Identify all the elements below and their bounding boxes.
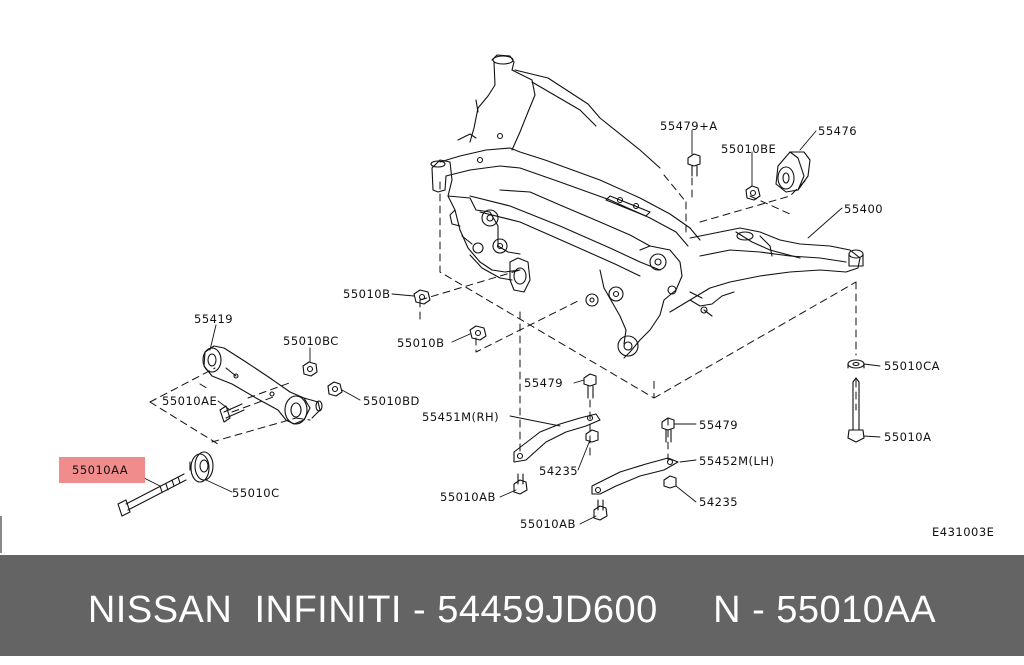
bolt-55479A: [687, 153, 701, 177]
callout-55010AE: 55010AE: [162, 394, 217, 408]
bolt-55010AE: [219, 403, 245, 423]
nut-55010B-1: [413, 289, 431, 305]
callout-labels: 55479+A 55010BE 55476 55400 55010B 55010…: [72, 119, 994, 539]
callout-54235-2: 54235: [699, 495, 738, 509]
part-highlight: [59, 457, 145, 483]
callout-55479A: 55479+A: [660, 119, 718, 133]
bolt-55010AA: [117, 473, 187, 517]
washer-55010CA: [847, 359, 865, 369]
callout-55010BE: 55010BE: [721, 142, 776, 156]
bolt-55479-2: [661, 417, 675, 443]
nut-55010BD: [327, 381, 343, 397]
callout-55400: 55400: [844, 202, 883, 216]
washer-55010C: [189, 451, 214, 483]
parts-diagram: 55479+A 55010BE 55476 55400 55010B 55010…: [0, 54, 994, 553]
bolt-55010AB-1: [513, 473, 528, 495]
diagram-code: E431003E: [932, 525, 994, 539]
bushing-55476: [775, 151, 811, 193]
nut-54235-1: [585, 429, 599, 443]
bolt-55010AB-2: [593, 499, 608, 521]
callout-55419: 55419: [194, 312, 233, 326]
assembly-outline: [149, 174, 857, 463]
callout-55010CA: 55010CA: [884, 359, 940, 373]
bracket-55419-drawing: [202, 345, 323, 425]
nut-55010BE: [745, 185, 761, 201]
callout-55010A: 55010A: [884, 430, 931, 444]
callout-55010AB-1: 55010AB: [440, 490, 496, 504]
strap-55451M: [513, 413, 601, 463]
footer-bar: NISSAN INFINITI - 54459JD600 N - 55010AA: [0, 555, 1024, 656]
callout-55010AA: 55010AA: [72, 463, 128, 477]
callout-55476: 55476: [818, 124, 857, 138]
subframe-drawing: [430, 54, 864, 359]
callout-55010AB-2: 55010AB: [520, 517, 576, 531]
callout-55010B-1: 55010B: [343, 287, 390, 301]
callout-55010BC: 55010BC: [283, 334, 339, 348]
strap-55452M: [591, 457, 679, 495]
leader-lines: [143, 129, 881, 525]
callout-55451M: 55451M(RH): [422, 410, 499, 424]
nut-55010B-2: [469, 325, 487, 341]
callout-55010B-2: 55010B: [397, 336, 444, 350]
callout-55010C: 55010C: [232, 486, 280, 500]
callout-55010BD: 55010BD: [363, 394, 420, 408]
bolt-55479-1: [583, 373, 597, 399]
callout-55479-2: 55479: [699, 418, 738, 432]
footer-part-numbers: NISSAN INFINITI - 54459JD600 N - 55010AA: [87, 589, 937, 631]
nut-54235-2: [663, 475, 677, 489]
nut-55010BC: [302, 361, 318, 377]
callout-54235-1: 54235: [539, 464, 578, 478]
callout-55479-1: 55479: [524, 376, 563, 390]
bolt-55010A: [847, 377, 865, 443]
callout-55452M: 55452M(LH): [699, 454, 775, 468]
